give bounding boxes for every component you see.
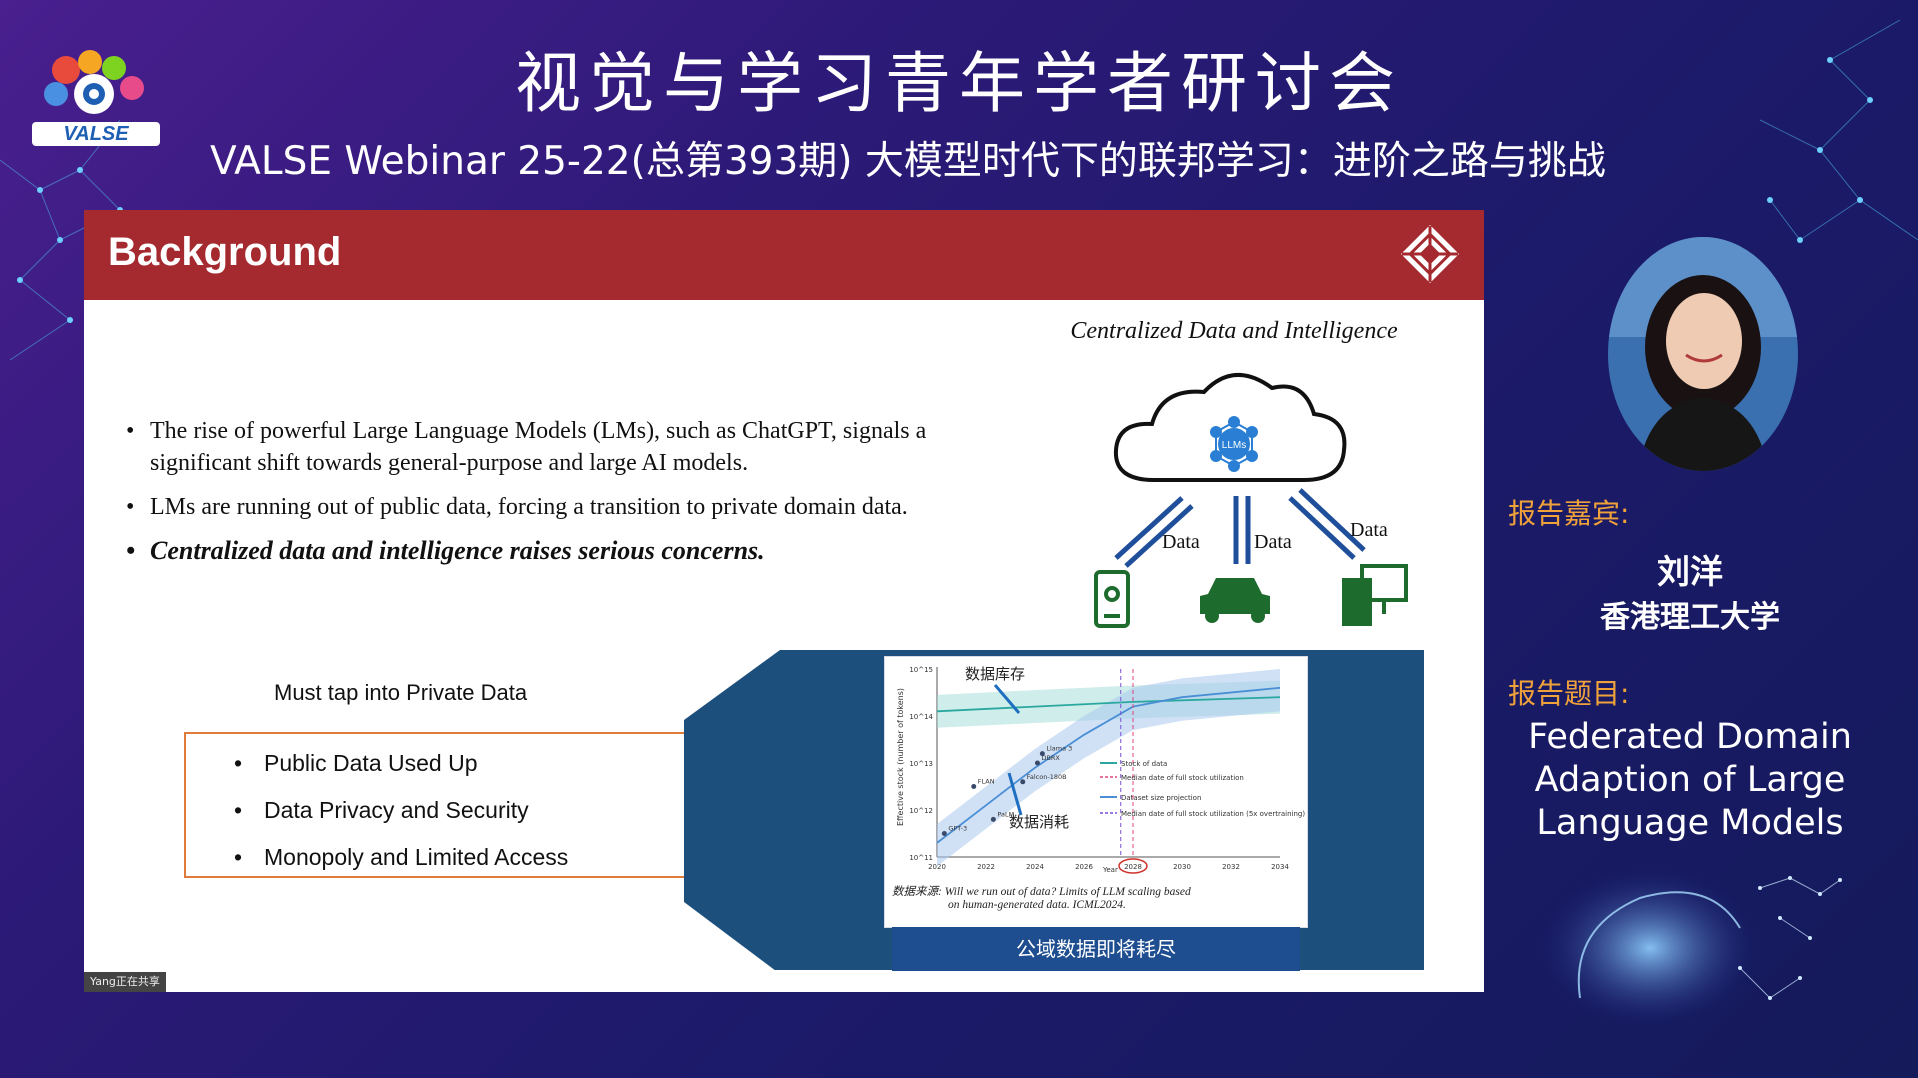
data-point (990, 816, 996, 822)
computer-icon (1342, 564, 1408, 626)
data-point (971, 784, 977, 789)
x-tick-label: 2028 (1124, 863, 1142, 871)
y-tick-label: 10^11 (909, 854, 933, 862)
stock-arrow (993, 684, 1021, 714)
consume-label: 数据消耗 (1009, 813, 1069, 831)
speaker-avatar (1608, 237, 1798, 471)
talk-title-line: Federated Domain (1528, 717, 1852, 757)
x-tick-label: 2034 (1271, 863, 1289, 871)
screen-share-indicator[interactable]: Yang正在共享 (84, 972, 166, 992)
slide-title: Background (108, 230, 342, 274)
data-stock-chart: Effective stock (number of tokens) 2020 2… (896, 665, 1305, 874)
list-item: Monopoly and Limited Access (234, 834, 568, 881)
talk-label: 报告题目: (1508, 677, 1630, 710)
cloud-icon (1113, 373, 1347, 482)
point-label: GPT-3 (948, 825, 967, 833)
series-line (936, 686, 1281, 844)
point-label: PaLM (997, 810, 1014, 818)
bullet-item: Centralized data and intelligence raises… (120, 535, 960, 567)
projection-band (937, 669, 1280, 867)
speaker-name: 刘洋 (1657, 552, 1723, 591)
y-tick-label: 10^15 (909, 666, 933, 674)
data-point (1039, 751, 1045, 757)
legend-entry: Median date of full stock utilization (1121, 774, 1244, 782)
x-tick-label: 2024 (1026, 863, 1044, 871)
slide-header: Background (84, 210, 1484, 300)
data-point (1020, 779, 1026, 785)
private-data-heading: Must tap into Private Data (274, 680, 528, 705)
polyu-logo-icon (1401, 225, 1459, 283)
point-label: Llama 3 (1046, 745, 1072, 753)
speaker-affiliation: 香港理工大学 (1600, 600, 1780, 635)
x-axis-label: Year (1102, 866, 1118, 874)
highlight-circle (1118, 858, 1148, 874)
x-tick-label: 2026 (1075, 863, 1093, 871)
svg-text:VALSE: VALSE (63, 123, 129, 145)
point-label: Falcon-180B (1027, 773, 1067, 781)
data-arrow-label: Data (1162, 531, 1200, 553)
stock-label: 数据库存 (965, 665, 1025, 683)
data-arrow-label: Data (1254, 531, 1292, 553)
legend-entry: Dataset size projection (1121, 794, 1201, 802)
point-label: DBRX (1041, 754, 1060, 762)
legend-entry: Stock of data (1121, 760, 1167, 768)
point-label: FLAN (978, 778, 995, 786)
diagram-title: Centralized Data and Intelligence (1070, 318, 1398, 344)
webinar-subtitle: VALSE Webinar 25-22(总第393期) 大模型时代下的联邦学习：… (210, 139, 1606, 184)
data-arrow-label: Data (1350, 519, 1388, 541)
speaker-label: 报告嘉宾: (1508, 497, 1630, 530)
private-data-list: Public Data Used Up Data Privacy and Sec… (234, 740, 568, 881)
talk-title: Federated Domain Adaption of Large Langu… (1500, 716, 1880, 845)
y-tick-label: 10^12 (909, 807, 933, 815)
list-item: Public Data Used Up (234, 740, 568, 787)
legend-entry: Median date of full stock utilization (5… (1121, 810, 1305, 818)
x-tick-label: 2030 (1173, 863, 1191, 871)
valse-logo: VALSE (32, 50, 160, 146)
bullet-item: LMs are running out of public data, forc… (120, 491, 960, 523)
x-tick-label: 2032 (1222, 863, 1240, 871)
diagram-graphic: LLMs Data Data Data (1094, 373, 1408, 628)
y-tick-label: 10^13 (909, 760, 933, 768)
talk-title-line: Adaption of Large (1534, 760, 1846, 800)
consume-arrow (1007, 772, 1023, 816)
caption-line: 数据来源: Will we run out of data? Limits of… (892, 886, 1191, 898)
phone-icon (1094, 570, 1130, 628)
shared-slide: Background The rise of powerful Large La… (84, 210, 1484, 992)
conference-title: 视觉与学习青年学者研讨会 (515, 45, 1403, 122)
llms-label: LLMs (1222, 440, 1246, 451)
background-bullets: The rise of powerful Large Language Mode… (120, 415, 960, 579)
series-line (936, 696, 1281, 713)
brain-decoration (1540, 868, 1842, 1028)
caption-line: on human-generated data. ICML2024. (948, 899, 1126, 911)
public-data-exhausted-banner: 公域数据即将耗尽 (892, 927, 1300, 971)
y-tick-label: 10^14 (909, 713, 933, 721)
x-tick-label: 2020 (928, 863, 946, 871)
talk-title-line: Language Models (1536, 803, 1844, 843)
data-point (941, 831, 947, 836)
data-point (1034, 760, 1040, 766)
chart-panel: Effective stock (number of tokens) 2020 2… (884, 656, 1308, 928)
bullet-item: The rise of powerful Large Language Mode… (120, 415, 960, 479)
list-item: Data Privacy and Security (234, 787, 568, 834)
chart-legend: Stock of data Median date of full stock … (1100, 760, 1305, 818)
x-tick-label: 2022 (977, 863, 995, 871)
car-icon (1200, 578, 1270, 623)
y-axis-label: Effective stock (number of tokens) (896, 688, 905, 826)
centralized-diagram: Centralized Data and Intelligence LLMs D… (1004, 310, 1464, 740)
chart-caption: 数据来源: Will we run out of data? Limits of… (892, 886, 1292, 912)
